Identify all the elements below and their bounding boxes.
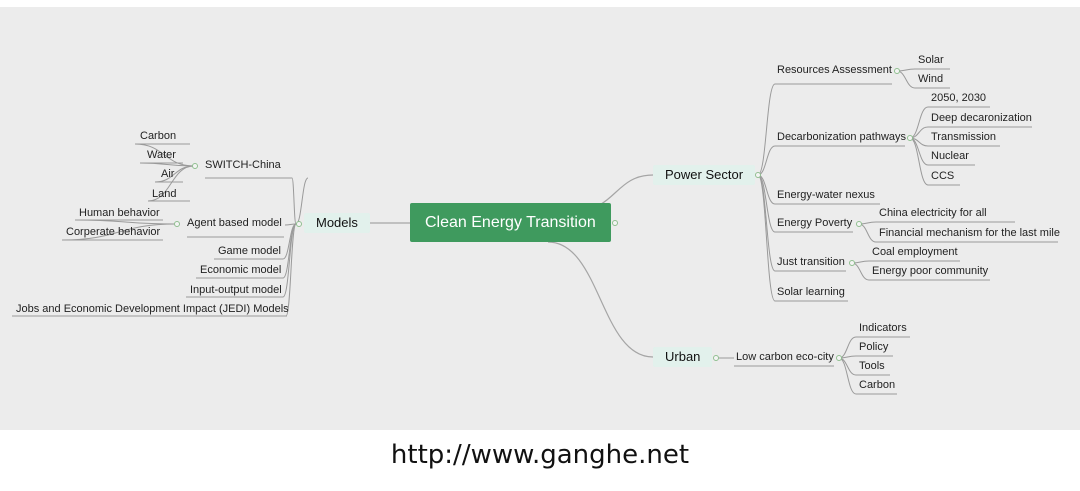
energy-poverty-node[interactable]: Energy Poverty [777, 217, 853, 229]
mind-map-canvas: Clean Energy Transition Models SWITCH-Ch… [0, 7, 1080, 430]
connector-lines [12, 68, 1058, 395]
urban-collapse-toggle-icon[interactable] [713, 355, 719, 361]
switch-china-child-land[interactable]: Land [152, 188, 177, 200]
eco-city-child-policy[interactable]: Policy [859, 341, 889, 353]
agent-based-model-node[interactable]: Agent based model [187, 217, 282, 229]
center-collapse-toggle-icon[interactable] [612, 220, 618, 226]
switch-china-child-air[interactable]: Air [161, 168, 175, 180]
resources-child-solar[interactable]: Solar [918, 54, 944, 66]
low-carbon-eco-city-node[interactable]: Low carbon eco-city [736, 351, 834, 363]
agent-child-human-behavior[interactable]: Human behavior [79, 207, 160, 219]
switch-china-collapse-toggle-icon[interactable] [192, 163, 198, 169]
website-url[interactable]: http://www.ganghe.net [390, 440, 690, 470]
just-transition-child-coal-employment[interactable]: Coal employment [872, 246, 958, 258]
eco-city-child-indicators[interactable]: Indicators [859, 322, 907, 334]
eco-city-child-tools[interactable]: Tools [859, 360, 885, 372]
agent-based-collapse-toggle-icon[interactable] [174, 221, 180, 227]
energy-poverty-child-financial-mechanism[interactable]: Financial mechanism for the last mile [879, 227, 1060, 239]
models-child-economic-model[interactable]: Economic model [200, 264, 282, 276]
eco-city-collapse-toggle-icon[interactable] [836, 355, 842, 361]
switch-china-child-water[interactable]: Water [147, 149, 176, 161]
energy-poverty-child-china-electricity[interactable]: China electricity for all [879, 207, 987, 219]
decarbonization-child-ccs[interactable]: CCS [931, 170, 955, 182]
models-child-jedi-models[interactable]: Jobs and Economic Development Impact (JE… [16, 303, 289, 315]
decarbonization-child-2050-2030[interactable]: 2050, 2030 [931, 92, 987, 104]
resources-collapse-toggle-icon[interactable] [894, 68, 900, 74]
models-collapse-toggle-icon[interactable] [296, 221, 302, 227]
power-sector-collapse-toggle-icon[interactable] [755, 172, 761, 178]
energy-poverty-collapse-toggle-icon[interactable] [856, 221, 862, 227]
decarbonization-child-nuclear[interactable]: Nuclear [931, 150, 969, 162]
just-transition-collapse-toggle-icon[interactable] [849, 260, 855, 266]
decarbonization-child-transmission[interactable]: Transmission [931, 131, 996, 143]
resources-assessment-node[interactable]: Resources Assessment [777, 64, 892, 76]
solar-learning-node[interactable]: Solar learning [777, 286, 845, 298]
agent-child-corperate-behavior[interactable]: Corperate behavior [66, 226, 161, 238]
just-transition-child-energy-poor-community[interactable]: Energy poor community [872, 265, 989, 277]
decarbonization-collapse-toggle-icon[interactable] [907, 135, 913, 141]
models-child-input-output-model[interactable]: Input-output model [190, 284, 282, 296]
urban-node[interactable]: Urban [653, 347, 713, 367]
switch-china-child-carbon[interactable]: Carbon [140, 130, 177, 142]
eco-city-child-carbon[interactable]: Carbon [859, 379, 896, 391]
decarbonization-pathways-node[interactable]: Decarbonization pathways [777, 131, 907, 143]
switch-china-node[interactable]: SWITCH-China [205, 159, 281, 171]
power-sector-node[interactable]: Power Sector [653, 165, 756, 185]
models-node[interactable]: Models [304, 213, 370, 233]
center-node[interactable]: Clean Energy Transition [410, 203, 611, 242]
decarbonization-child-deep[interactable]: Deep decaronization [931, 112, 1032, 124]
energy-water-nexus-node[interactable]: Energy-water nexus [777, 189, 875, 201]
just-transition-node[interactable]: Just transition [777, 256, 845, 268]
models-child-game-model[interactable]: Game model [218, 245, 281, 257]
resources-child-wind[interactable]: Wind [918, 73, 944, 85]
